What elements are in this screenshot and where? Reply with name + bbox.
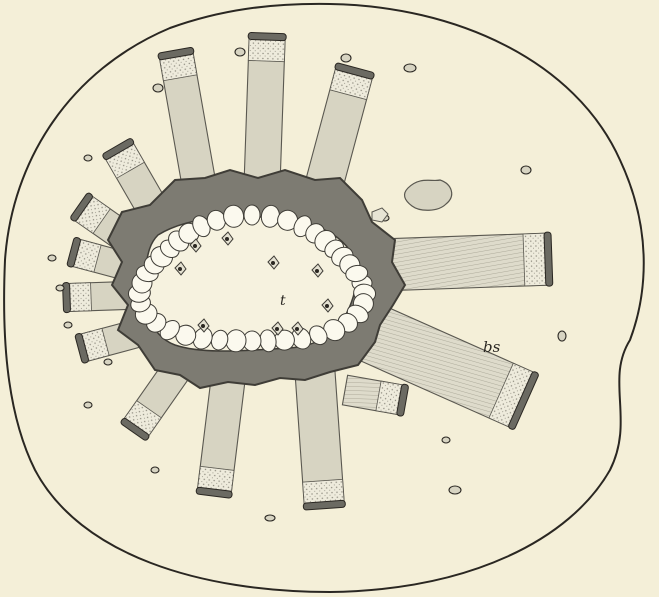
scattered-body: [235, 48, 245, 56]
radiating-strand: [243, 32, 286, 185]
scattered-body: [153, 84, 163, 92]
scattered-body: [48, 255, 56, 261]
scattered-body: [449, 486, 461, 494]
scattered-body: [558, 331, 566, 341]
label-bs: bs: [483, 338, 501, 356]
scattered-body: [265, 515, 275, 521]
scattered-body: [104, 359, 112, 365]
scattered-body: [404, 64, 416, 72]
scattered-body: [84, 402, 92, 408]
scattered-body: [521, 166, 531, 174]
scattered-body: [64, 322, 72, 328]
scattered-body: [56, 285, 64, 291]
scattered-body: [341, 54, 351, 62]
label-t: t: [280, 293, 286, 309]
detached-fragment: [405, 180, 452, 210]
radiating-strand: [379, 232, 553, 292]
central-cell: [244, 205, 260, 225]
scattered-body: [151, 467, 159, 473]
scattered-body: [84, 155, 92, 161]
scattered-body: [442, 437, 450, 443]
